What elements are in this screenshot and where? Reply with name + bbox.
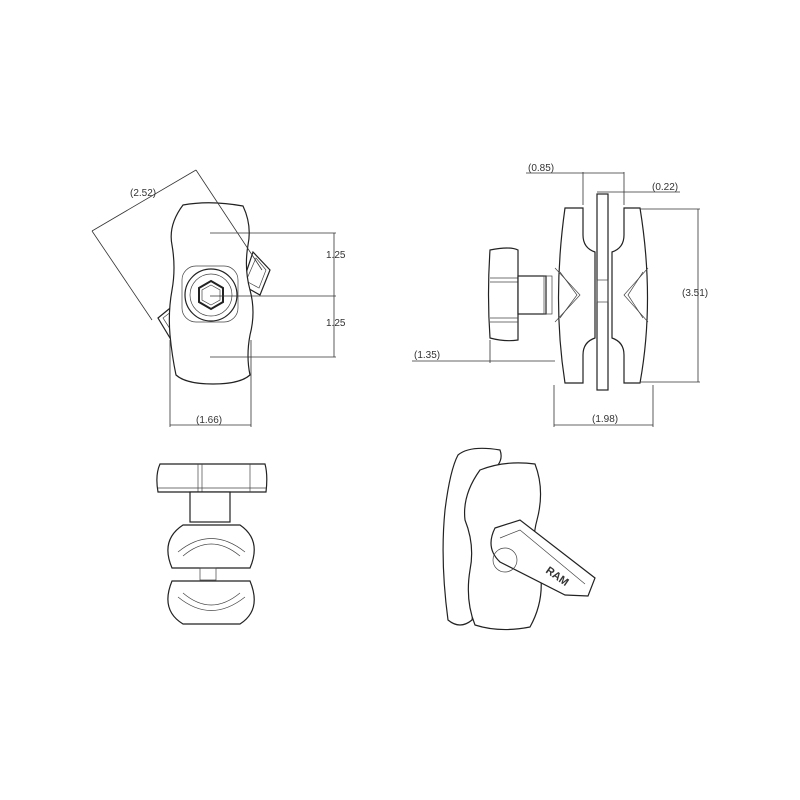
dim-diagonal: (2.52)	[130, 188, 156, 199]
side-view	[487, 193, 649, 391]
dim-width-front: (1.66)	[196, 415, 222, 426]
dim-width-side: (1.98)	[592, 414, 618, 425]
dim-upper: 1.25	[326, 250, 346, 261]
dim-gap: (0.22)	[652, 182, 678, 193]
dim-height: (3.51)	[682, 288, 708, 299]
front-view	[157, 202, 271, 385]
front-dimensions: 1.25 1.25 (1.66) (2.52)	[91, 169, 346, 427]
dim-lower: 1.25	[326, 318, 346, 329]
dim-knob-offset: (1.35)	[414, 350, 440, 361]
top-view	[156, 463, 268, 625]
side-dimensions: (0.85) (0.22) (3.51) (1.35) (1.98)	[412, 163, 708, 427]
dim-socket-span: (0.85)	[528, 163, 554, 174]
isometric-view: RAM	[442, 447, 596, 631]
